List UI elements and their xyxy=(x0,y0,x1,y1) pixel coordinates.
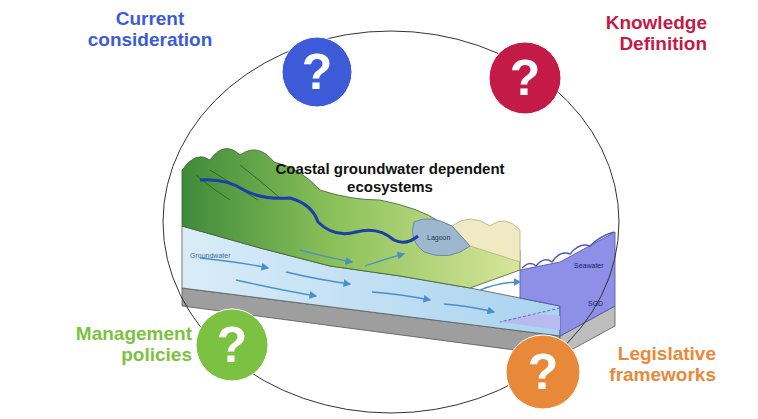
lagoon xyxy=(412,219,470,256)
measure: ? xyxy=(528,347,559,397)
question-circle: Management policies? xyxy=(195,308,269,382)
illustration-part xyxy=(372,292,430,300)
circle-heading: Current consideration xyxy=(55,8,245,50)
measure: ? xyxy=(217,320,248,370)
center-title: Coastal groundwater dependent ecosystems xyxy=(240,160,540,196)
illustration-part xyxy=(365,254,404,266)
question-mark: ? xyxy=(195,308,269,382)
illustration-label: Lagoon xyxy=(427,234,450,242)
circle-fill xyxy=(489,42,561,114)
interface-line xyxy=(500,308,560,322)
question-mark: ? xyxy=(281,36,353,108)
circle-heading: Knowledge Definition xyxy=(565,12,707,54)
circle-fill xyxy=(506,335,580,409)
ellipse-line xyxy=(163,31,619,413)
illustration-part xyxy=(300,250,352,262)
circle-fill xyxy=(196,309,268,381)
illustration-label: Seawater xyxy=(574,262,604,270)
measure: ? xyxy=(302,47,333,97)
illustration-part xyxy=(480,282,520,290)
question-mark: ? xyxy=(488,41,562,115)
circle-fill xyxy=(282,37,352,107)
question-circle: Knowledge Definition? xyxy=(488,41,562,115)
question-mark: ? xyxy=(505,334,581,410)
illustration-label: Groundwater xyxy=(190,252,230,260)
question-circle: Legislative frameworks? xyxy=(505,334,581,410)
hill-ridges xyxy=(196,165,280,200)
circle-heading: Legislative frameworks xyxy=(586,343,716,385)
measure: ? xyxy=(510,53,541,103)
illustration-part xyxy=(444,304,494,312)
illustration-part xyxy=(236,280,316,296)
illustration-part xyxy=(286,272,350,284)
question-circle: Current consideration? xyxy=(281,36,353,108)
circle-heading: Management policies xyxy=(20,323,192,365)
illustration-part xyxy=(200,258,268,268)
saltwater-wedge xyxy=(500,315,560,330)
illustration-label: SGD xyxy=(588,300,603,308)
flow-arrows xyxy=(200,250,520,312)
